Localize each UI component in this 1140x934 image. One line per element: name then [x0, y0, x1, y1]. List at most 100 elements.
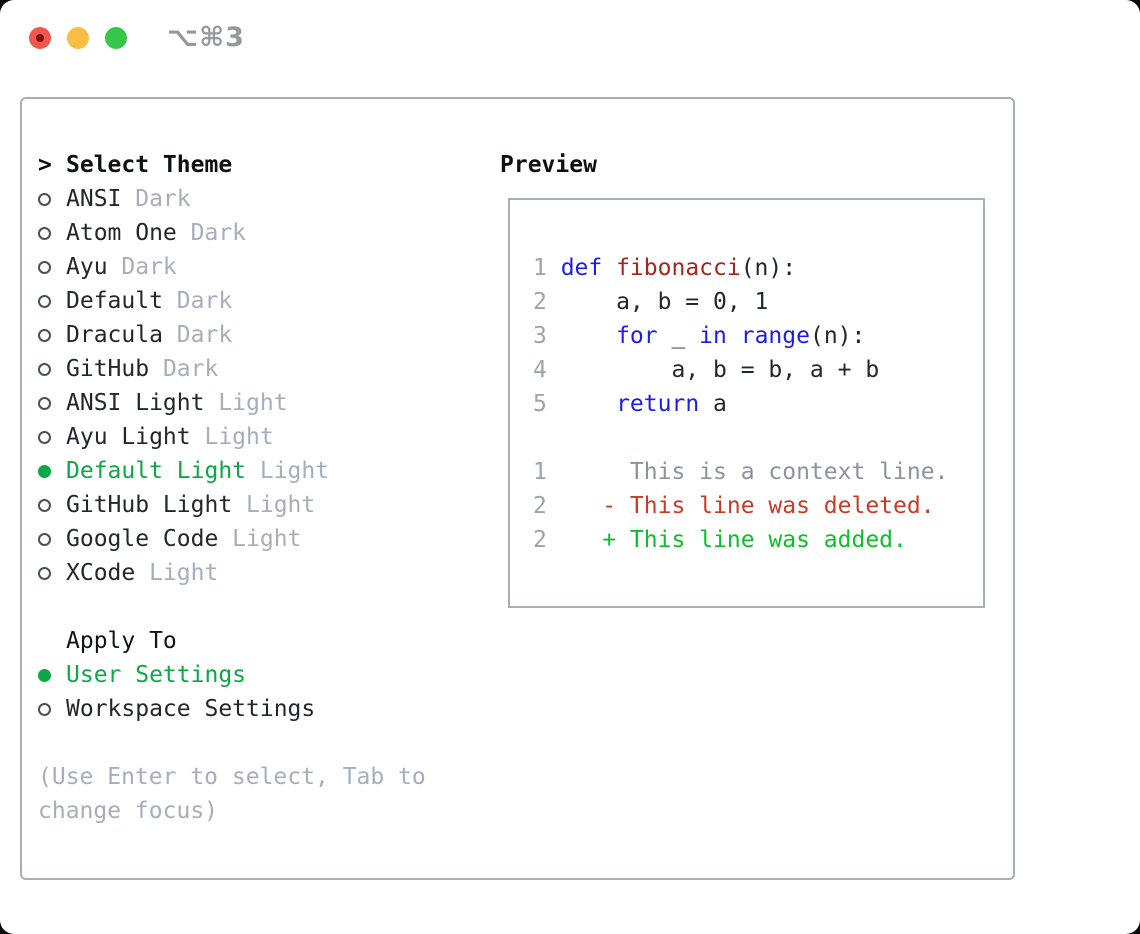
radio-marker: [38, 328, 66, 342]
code-text: def fibonacci(n):: [561, 251, 796, 285]
theme-option[interactable]: Ayu Dark: [38, 250, 488, 284]
theme-option-variant: Light: [218, 390, 288, 416]
code-line: 3 for _ in range(n):: [533, 319, 983, 353]
theme-option-variant: Dark: [190, 220, 247, 246]
theme-option[interactable]: XCode Light: [38, 556, 488, 590]
radio-circle-icon: [38, 430, 51, 444]
line-number: 2: [533, 289, 547, 315]
radio-circle-icon: [38, 498, 51, 512]
theme-option[interactable]: Google Code Light: [38, 522, 488, 556]
theme-option-variant: Dark: [121, 254, 177, 280]
theme-list: ANSI Dark Atom One Dark Ayu Dark Default…: [38, 182, 488, 590]
theme-option-name: ANSI Light: [66, 390, 205, 416]
radio-marker: [38, 668, 66, 682]
theme-option-variant: Light: [232, 526, 302, 552]
code-segment-plain: [727, 323, 741, 349]
main-panel: > Select Theme ANSI Dark Atom One Dark A…: [20, 97, 1015, 880]
minimize-button[interactable]: [67, 27, 89, 49]
code-segment-plain: a, b = b, a + b: [560, 357, 880, 383]
theme-option[interactable]: Ayu Light Light: [38, 420, 488, 454]
apply-to-title: Apply To: [66, 628, 177, 654]
code-segment-plain: (n):: [740, 255, 797, 281]
code-segment-context: This is a context line.: [560, 459, 949, 485]
code-text: return a: [561, 387, 727, 421]
theme-option-name: GitHub: [66, 356, 150, 382]
radio-marker: [38, 532, 66, 546]
theme-option-variant: Light: [246, 492, 316, 518]
theme-option-variant: Light: [149, 560, 219, 586]
apply-to-list: User Settings Workspace Settings: [38, 658, 488, 726]
line-number: 1: [533, 255, 547, 281]
theme-option[interactable]: ANSI Dark: [38, 182, 488, 216]
code-text: This is a context line.: [561, 455, 949, 489]
radio-marker: [38, 566, 66, 580]
code-segment-added: + This line was added.: [560, 527, 907, 553]
theme-option-variant: Dark: [176, 322, 233, 348]
code-segment-plain: _: [657, 323, 700, 349]
code-text: + This line was added.: [561, 523, 907, 557]
theme-option[interactable]: Default Light Light: [38, 454, 488, 488]
theme-option-name: Ayu: [66, 254, 108, 280]
theme-option[interactable]: Dracula Dark: [38, 318, 488, 352]
code-line: 2 - This line was deleted.: [533, 489, 983, 523]
radio-circle-icon: [38, 464, 51, 478]
apply-to-option[interactable]: User Settings: [38, 658, 488, 692]
code-segment-keyword: range: [740, 323, 810, 349]
code-line: 4 a, b = b, a + b: [533, 353, 983, 387]
code-segment-plain: (n):: [809, 323, 866, 349]
focus-caret-icon: >: [38, 152, 52, 178]
radio-circle-icon: [38, 260, 51, 274]
line-number: 4: [533, 357, 547, 383]
radio-marker: [38, 498, 66, 512]
theme-option-name: ANSI: [66, 186, 122, 212]
theme-selector-column: > Select Theme ANSI Dark Atom One Dark A…: [38, 148, 488, 828]
hint-line: change focus): [38, 798, 219, 824]
close-button[interactable]: [29, 27, 51, 49]
code-line: 1 def fibonacci(n):: [533, 251, 983, 285]
radio-marker: [38, 464, 66, 478]
line-number: 2: [533, 527, 547, 553]
radio-circle-icon: [38, 396, 51, 410]
select-theme-title: Select Theme: [66, 152, 233, 178]
radio-circle-icon: [38, 192, 51, 206]
code-line: 2 a, b = 0, 1: [533, 285, 983, 319]
code-segment-plain: [561, 323, 616, 349]
window-title: ⌥⌘3: [167, 22, 245, 53]
zoom-button[interactable]: [105, 27, 127, 49]
radio-circle-icon: [38, 532, 51, 546]
radio-circle-icon: [38, 362, 51, 376]
radio-circle-icon: [38, 294, 51, 308]
line-number: [533, 421, 547, 455]
code-segment-plain: a: [699, 391, 727, 417]
theme-option-name: Default Light: [66, 458, 247, 484]
select-theme-header: > Select Theme: [38, 148, 488, 182]
code-text: - This line was deleted.: [561, 489, 934, 523]
preview-title: Preview: [500, 152, 597, 178]
theme-option-name: Dracula: [66, 322, 163, 348]
radio-circle-icon: [38, 328, 51, 342]
radio-circle-icon: [38, 702, 51, 716]
theme-option-variant: Light: [204, 424, 274, 450]
radio-circle-icon: [38, 566, 51, 580]
apply-to-header: Apply To: [38, 624, 488, 658]
apply-to-option[interactable]: Workspace Settings: [38, 692, 488, 726]
hint-line: (Use Enter to select, Tab to: [38, 764, 426, 790]
theme-option[interactable]: GitHub Dark: [38, 352, 488, 386]
hint-text: (Use Enter to select, Tab to change focus…: [38, 760, 488, 828]
code-line: [533, 421, 983, 455]
code-line: 5 return a: [533, 387, 983, 421]
theme-option[interactable]: ANSI Light Light: [38, 386, 488, 420]
theme-option[interactable]: GitHub Light Light: [38, 488, 488, 522]
apply-to-option-label: Workspace Settings: [66, 696, 316, 722]
radio-circle-icon: [38, 668, 51, 682]
radio-marker: [38, 226, 66, 240]
theme-option[interactable]: Default Dark: [38, 284, 488, 318]
apply-to-option-label: User Settings: [66, 662, 247, 688]
theme-option[interactable]: Atom One Dark: [38, 216, 488, 250]
radio-marker: [38, 362, 66, 376]
code-text: a, b = 0, 1: [561, 285, 768, 319]
code-text: for _ in range(n):: [561, 319, 866, 353]
theme-option-name: GitHub Light: [66, 492, 233, 518]
theme-option-variant: Dark: [162, 356, 219, 382]
